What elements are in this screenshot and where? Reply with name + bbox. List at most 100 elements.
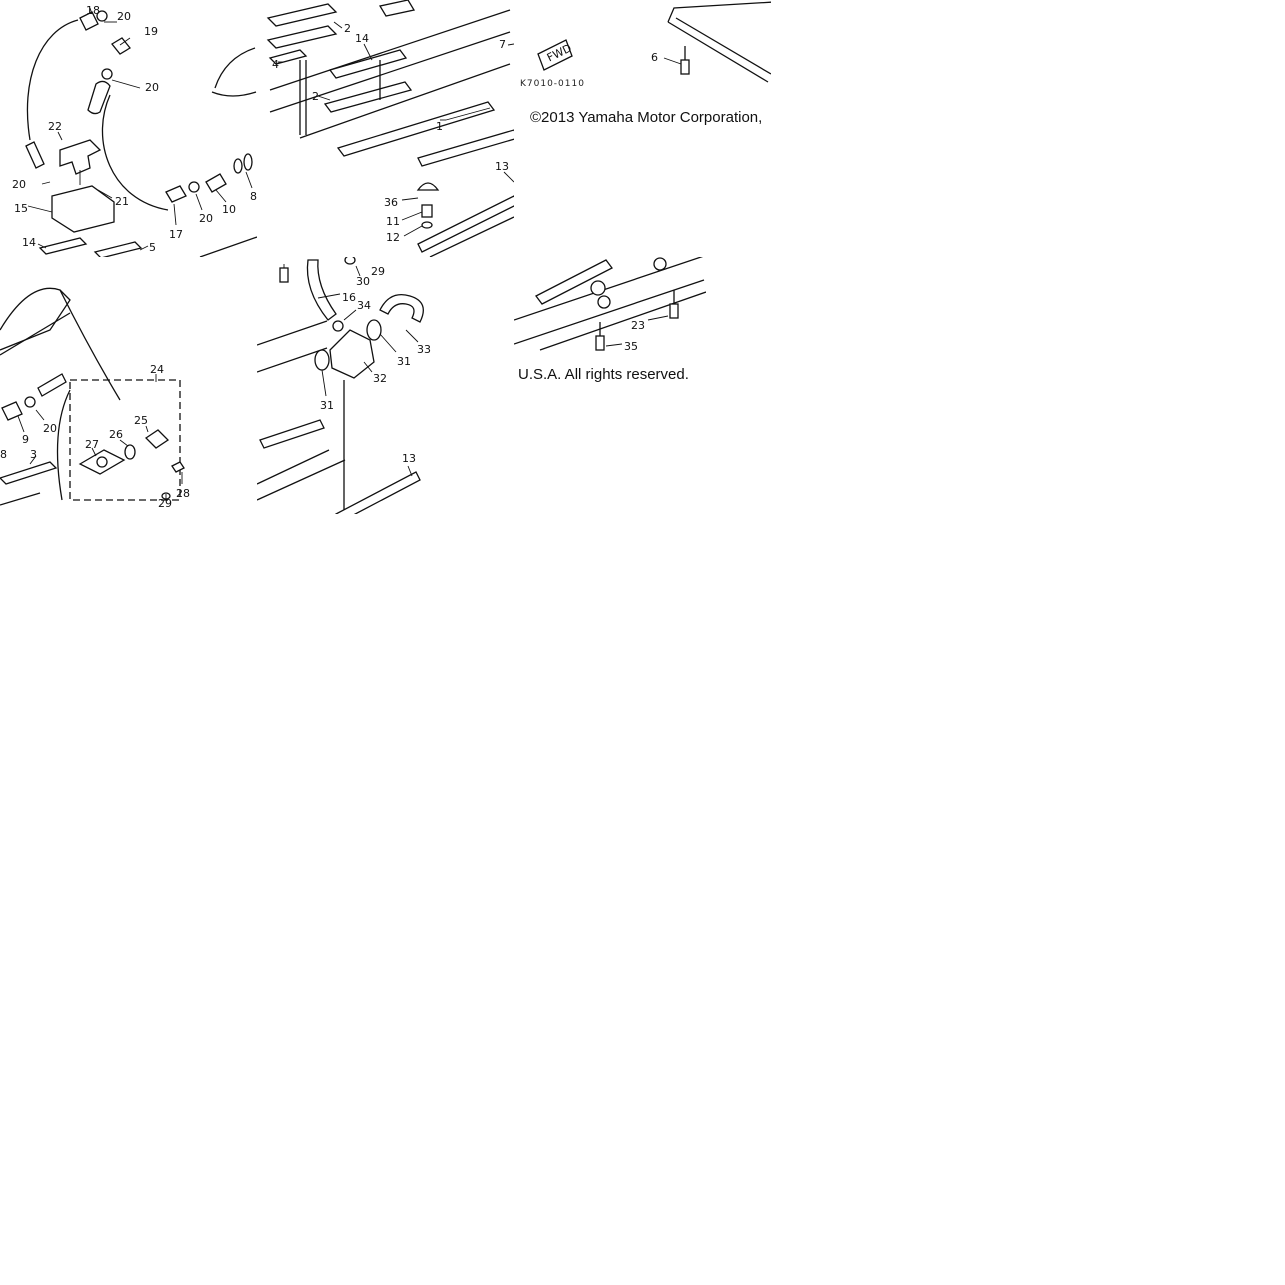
- fitting-19: [111, 37, 131, 55]
- callout: 12: [386, 231, 400, 244]
- cap-36: [416, 182, 440, 191]
- strip-14b: [328, 49, 408, 79]
- tile-fwd-corner: FWD 6: [537, 1, 771, 83]
- callout: 15: [14, 202, 28, 215]
- hose-upper: [37, 373, 67, 397]
- tile-cooling-pump: 24 25 26 27 9 20 3 8 28 29: [0, 287, 190, 510]
- clamp-20e: [24, 396, 36, 408]
- clamp-20a: [96, 10, 108, 22]
- washer-29b: [344, 257, 356, 265]
- callout: 36: [384, 196, 398, 209]
- clamp-20d: [188, 181, 200, 193]
- callout: 20: [12, 178, 26, 191]
- callout: 20: [43, 422, 57, 435]
- callout: 13: [402, 452, 416, 465]
- strip-lower: [259, 419, 325, 449]
- callout: 2: [344, 22, 351, 35]
- bolt-35: [595, 335, 605, 351]
- callout: 14: [22, 236, 36, 249]
- strip-top-right: [378, 0, 416, 17]
- clamp-31b: [314, 349, 330, 371]
- strip-2b: [323, 81, 413, 113]
- washer-12: [421, 221, 433, 229]
- plate-3: [0, 461, 58, 485]
- parts-diagram: 18 20 19 20 22 20 15 21 17 20 10 8 14 5: [0, 0, 771, 514]
- strip-1a: [336, 101, 496, 157]
- tile-frame-bottom: 23 35: [514, 257, 706, 353]
- copyright-line-2: U.S.A. All rights reserved.: [518, 366, 689, 383]
- strip-1b: [417, 129, 514, 167]
- callout: 17: [169, 228, 183, 241]
- callout: 34: [357, 299, 371, 312]
- strip-4: [268, 49, 308, 65]
- callout: 8: [250, 190, 257, 203]
- callout: 31: [320, 399, 334, 412]
- callout: 3: [30, 448, 37, 461]
- callout: 9: [22, 433, 29, 446]
- pump-housing-32: [329, 329, 375, 379]
- fwd-plate: [537, 39, 573, 71]
- flange-hole: [96, 456, 108, 468]
- callout: 20: [117, 10, 131, 23]
- hose-17: [165, 185, 187, 203]
- callout: 27: [85, 438, 99, 451]
- bolt-6: [680, 59, 690, 75]
- clamp-20b: [101, 68, 113, 80]
- washer-8a: [233, 158, 243, 174]
- strip-13a: [417, 195, 514, 253]
- callout: 6: [651, 51, 658, 64]
- callout: 2: [312, 90, 319, 103]
- callout: 18: [86, 4, 100, 17]
- washer-8b: [243, 153, 253, 171]
- callout: 1: [436, 120, 443, 133]
- strip-top: [535, 259, 613, 305]
- elbow-33: [379, 293, 424, 323]
- callout: 32: [373, 372, 387, 385]
- plug-25: [144, 429, 170, 449]
- strip-2a: [266, 3, 338, 27]
- tile-hose-assembly: 18 20 19 20 22 20 15 21 17 20 10 8 14 5: [12, 4, 257, 257]
- callout: 13: [495, 160, 509, 173]
- fitting-10: [205, 173, 227, 193]
- callout: 29: [158, 497, 172, 510]
- bolt-23: [669, 303, 679, 319]
- callout: 4: [272, 58, 279, 71]
- callout: 29: [371, 265, 385, 278]
- copyright-line-1: ©2013 Yamaha Motor Corporation,: [530, 109, 763, 126]
- callout: 8: [0, 448, 7, 461]
- oring-26: [124, 444, 136, 460]
- bolt-top: [279, 267, 289, 283]
- callout: 5: [149, 241, 156, 254]
- callout: 10: [222, 203, 236, 216]
- callout: 25: [134, 414, 148, 427]
- fitting-9: [1, 401, 23, 421]
- callout: 30: [356, 275, 370, 288]
- callout: 7: [499, 38, 506, 51]
- tile-pump-outlet: 29 30 16 34 33 31 32 31 13: [257, 257, 431, 514]
- figure-code: K7010-0110: [520, 79, 585, 89]
- callout: 19: [144, 25, 158, 38]
- callout: 24: [150, 363, 164, 376]
- callout: 26: [109, 428, 123, 441]
- screw-28: [171, 461, 185, 473]
- filter-box-15: [51, 185, 115, 233]
- callout: 21: [115, 195, 129, 208]
- hose-short: [25, 141, 45, 169]
- kit-24-box: [69, 379, 181, 501]
- frame-hole-b: [597, 295, 611, 309]
- strip-13b: [335, 471, 421, 514]
- callout: 20: [145, 81, 159, 94]
- callout: 35: [624, 340, 638, 353]
- frame-hole-a: [590, 280, 606, 296]
- hose-18: [79, 11, 99, 31]
- callout: 31: [397, 355, 411, 368]
- callout: 33: [417, 343, 431, 356]
- tile-mat-strips: 2 14 4 2 7 1 13 36 11 12: [266, 0, 514, 257]
- clamp-31a: [366, 319, 382, 341]
- callout: 16: [342, 291, 356, 304]
- clamp-34: [332, 320, 344, 332]
- callout: 14: [355, 32, 369, 45]
- strip-2a-lower: [266, 25, 338, 49]
- hose-16: [306, 259, 337, 321]
- frame-hole-c: [653, 257, 667, 271]
